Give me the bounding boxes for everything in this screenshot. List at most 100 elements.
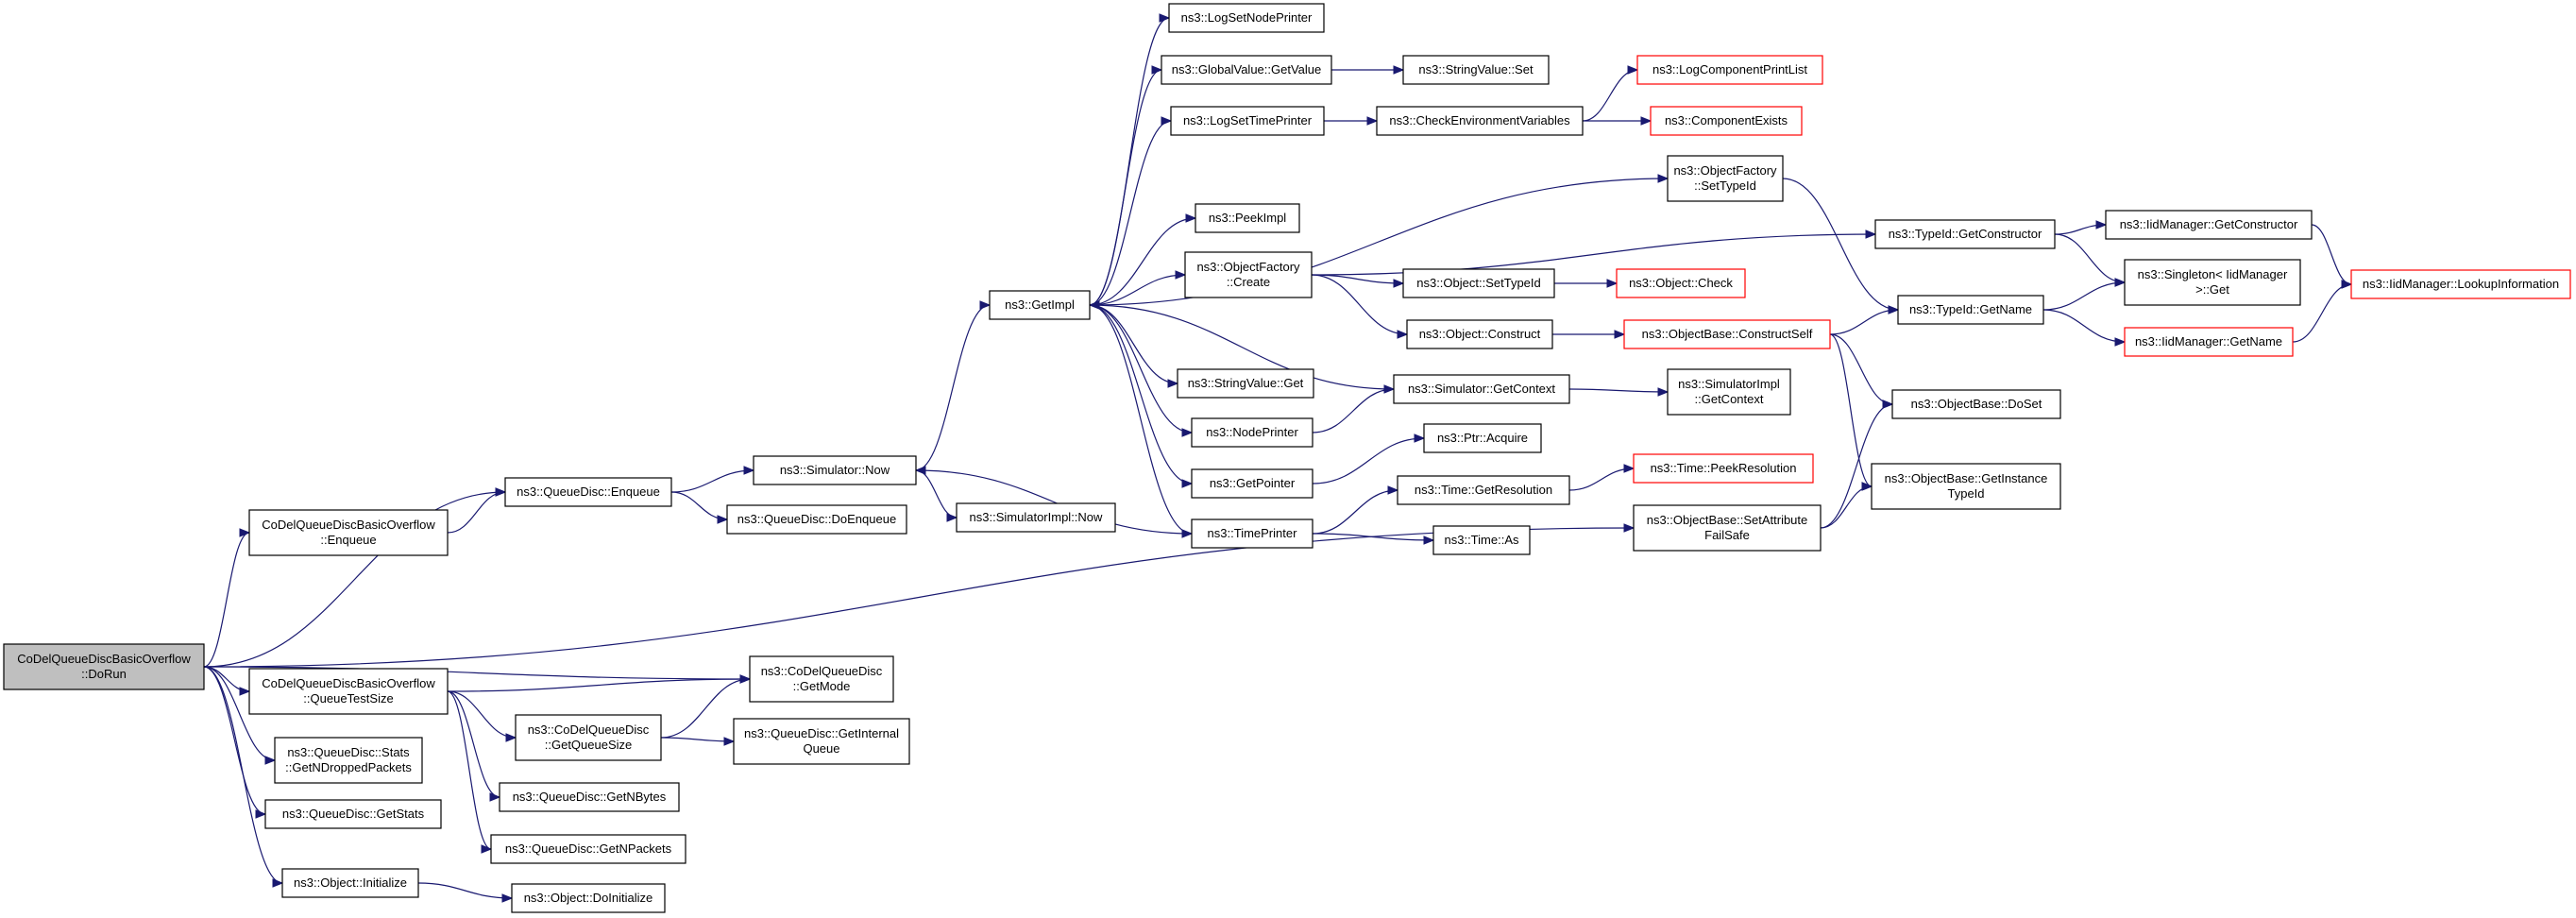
node-logcomplist[interactable]: ns3::LogComponentPrintList (1636, 55, 1823, 85)
node-ob-doset[interactable]: ns3::ObjectBase::DoSet (1891, 389, 2061, 419)
node-box (248, 668, 449, 715)
node-label: ns3::Simulator::GetContext (1408, 382, 1555, 396)
node-obj-construct[interactable]: ns3::Object::Construct (1406, 319, 1553, 349)
node-of-create[interactable]: ns3::ObjectFactory::Create (1184, 251, 1313, 298)
node-label: ns3::CoDelQueueDisc (528, 722, 650, 737)
node-qd-getstats[interactable]: ns3::QueueDisc::GetStats (264, 799, 442, 829)
node-label: ns3::TimePrinter (1208, 526, 1298, 540)
node-time-getres[interactable]: ns3::Time::GetResolution (1397, 475, 1570, 505)
arrowhead (1175, 270, 1187, 280)
node-obj-doinit[interactable]: ns3::Object::DoInitialize (511, 883, 666, 913)
node-box (1402, 268, 1555, 298)
node-box (1423, 423, 1542, 453)
node-sim-now[interactable]: ns3::Simulator::Now (753, 455, 917, 485)
node-compexists[interactable]: ns3::ComponentExists (1650, 106, 1803, 136)
node-checkenv[interactable]: ns3::CheckEnvironmentVariables (1376, 106, 1584, 136)
node-qd-getnpackets[interactable]: ns3::QueueDisc::GetNPackets (490, 834, 686, 864)
node-time-as[interactable]: ns3::Time::As (1432, 525, 1531, 555)
node-label: ::QueueTestSize (303, 691, 393, 706)
edge-timeprinter-to-time-as (1312, 533, 1434, 541)
node-of-settypeid[interactable]: ns3::ObjectFactory::SetTypeId (1667, 155, 1784, 202)
node-label: ns3::CheckEnvironmentVariables (1389, 113, 1570, 128)
node-logsettime[interactable]: ns3::LogSetTimePrinter (1170, 106, 1325, 136)
node-label: CoDelQueueDiscBasicOverflow (262, 676, 435, 690)
node-qd-enq[interactable]: ns3::QueueDisc::Enqueue (504, 477, 672, 507)
node-label: ns3::Singleton< IidManager (2138, 267, 2288, 281)
node-label: ::GetNDroppedPackets (285, 760, 412, 774)
arrowhead (505, 733, 517, 742)
node-tid-getctor[interactable]: ns3::TypeId::GetConstructor (1874, 219, 2056, 249)
node-box (1636, 55, 1823, 85)
node-box (1432, 525, 1531, 555)
node-qts[interactable]: CoDelQueueDiscBasicOverflow::QueueTestSi… (248, 668, 449, 715)
edge-root-to-stats-dropped (203, 666, 276, 761)
edge-iid-getname-to-iid-lookup (2292, 283, 2352, 343)
node-box (749, 655, 894, 703)
node-iid-getname[interactable]: ns3::IidManager::GetName (2124, 327, 2294, 357)
node-singleton[interactable]: ns3::Singleton< IidManager>::Get (2124, 259, 2301, 306)
node-box (1397, 475, 1570, 505)
node-getimpl[interactable]: ns3::GetImpl (989, 290, 1091, 320)
node-getpointer[interactable]: ns3::GetPointer (1191, 468, 1313, 499)
node-ob-constructself[interactable]: ns3::ObjectBase::ConstructSelf (1623, 319, 1831, 349)
node-simimpl-getctx[interactable]: ns3::SimulatorImpl::GetContext (1667, 368, 1791, 416)
arrowhead (1882, 400, 1894, 409)
arrowhead (489, 792, 501, 802)
node-nodeprinter[interactable]: ns3::NodePrinter (1191, 417, 1313, 448)
node-peekimpl[interactable]: ns3::PeekImpl (1195, 203, 1300, 233)
node-time-peekres[interactable]: ns3::Time::PeekResolution (1633, 453, 1814, 484)
arrowhead (1657, 387, 1669, 397)
arrowhead (255, 809, 267, 819)
node-label: ns3::QueueDisc::DoEnqueue (737, 512, 896, 526)
node-sv-get[interactable]: ns3::StringValue::Get (1177, 368, 1314, 399)
node-codel-getqs[interactable]: ns3::CoDelQueueDisc::GetQueueSize (515, 714, 662, 761)
arrowhead (1181, 428, 1194, 437)
edge-qts-to-qd-getnbytes (447, 690, 500, 798)
node-timeprinter[interactable]: ns3::TimePrinter (1191, 518, 1313, 549)
node-box (989, 290, 1091, 320)
node-gv-getvalue[interactable]: ns3::GlobalValue::GetValue (1161, 55, 1332, 85)
edge-qts-to-codel-getmode (447, 678, 751, 692)
arrowhead (1383, 384, 1396, 394)
node-ptr-acquire[interactable]: ns3::Ptr::Acquire (1423, 423, 1542, 453)
node-root[interactable]: CoDelQueueDiscBasicOverflow::DoRun (3, 643, 205, 690)
node-label: >::Get (2195, 282, 2229, 297)
node-label: ns3::LogSetNodePrinter (1181, 10, 1313, 25)
edge-obj-init-to-obj-doinit (417, 882, 513, 899)
node-logsetnode[interactable]: ns3::LogSetNodePrinter (1168, 3, 1325, 33)
node-enq-ov[interactable]: CoDelQueueDiscBasicOverflow::Enqueue (248, 509, 449, 556)
node-label: ns3::ObjectBase::ConstructSelf (1642, 327, 1813, 341)
edge-of-create-to-tid-getctor (1311, 233, 1876, 276)
arrowhead (1640, 116, 1652, 126)
arrowhead (979, 300, 991, 310)
edge-getimpl-to-of-settypeid (1089, 178, 1669, 306)
node-iid-lookup[interactable]: ns3::IidManager::LookupInformation (2350, 269, 2571, 299)
arrowhead (481, 844, 493, 854)
arrowhead (272, 878, 284, 888)
node-box (1650, 106, 1803, 136)
node-box (1633, 504, 1822, 552)
arrowhead (2095, 220, 2108, 230)
node-codel-getmode[interactable]: ns3::CoDelQueueDisc::GetMode (749, 655, 894, 703)
node-obj-init[interactable]: ns3::Object::Initialize (281, 868, 419, 898)
node-sv-set[interactable]: ns3::StringValue::Set (1402, 55, 1550, 85)
node-simimpl-now[interactable]: ns3::SimulatorImpl::Now (956, 502, 1116, 533)
node-qd-getnbytes[interactable]: ns3::QueueDisc::GetNBytes (499, 782, 680, 812)
node-qd-doenq[interactable]: ns3::QueueDisc::DoEnqueue (726, 504, 907, 535)
node-tid-getname[interactable]: ns3::TypeId::GetName (1897, 295, 2044, 325)
edge-qd-enq-to-qd-doenq (670, 491, 728, 520)
node-box (281, 868, 419, 898)
node-obj-check[interactable]: ns3::Object::Check (1616, 268, 1746, 298)
node-label: ::Create (1227, 275, 1270, 289)
node-label: ns3::Simulator::Now (780, 463, 890, 477)
node-box (499, 782, 680, 812)
node-iid-getctor[interactable]: ns3::IidManager::GetConstructor (2105, 210, 2313, 240)
node-label: ::GetQueueSize (545, 738, 633, 752)
node-stats-dropped[interactable]: ns3::QueueDisc::Stats::GetNDroppedPacket… (274, 737, 423, 784)
node-sim-getctx[interactable]: ns3::Simulator::GetContext (1393, 374, 1570, 404)
node-obj-settypeid[interactable]: ns3::Object::SetTypeId (1402, 268, 1555, 298)
edge-getimpl-to-peekimpl (1089, 217, 1196, 306)
